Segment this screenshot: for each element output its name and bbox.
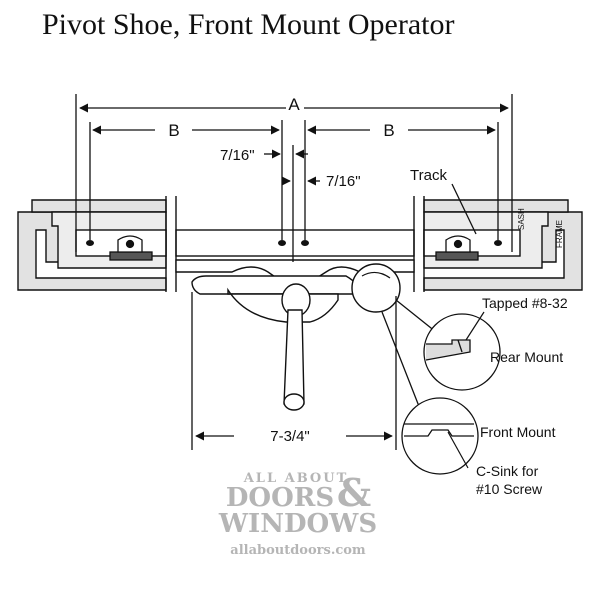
detail-leaders <box>381 299 437 415</box>
rear-mount-detail <box>423 313 501 391</box>
track-label: Track <box>410 167 447 184</box>
front-mount-detail <box>401 397 479 475</box>
offset-left-label: 7/16" <box>220 147 255 164</box>
detail-circle <box>351 263 401 313</box>
frame-label: FRAME <box>555 220 564 248</box>
watermark-ampersand: & <box>337 470 371 515</box>
pivot-shoe-left <box>109 235 153 261</box>
front-mount-label: Front Mount <box>480 424 556 440</box>
dimension-b-right-label: B <box>383 121 394 140</box>
break-lines <box>165 196 425 292</box>
dimension-b-left-label: B <box>168 121 179 140</box>
watermark-line3: WINDOWS <box>218 509 377 539</box>
track-holes <box>86 240 502 246</box>
csink-label-line2: #10 Screw <box>476 481 543 497</box>
handle-width-label: 7-3/4" <box>270 428 310 445</box>
offset-right-label: 7/16" <box>326 173 361 190</box>
sash-label: SASH <box>517 208 526 230</box>
tapped-label: Tapped #8-32 <box>482 295 568 311</box>
operator-handle <box>281 283 311 411</box>
watermark-line2: DOORS <box>226 483 334 513</box>
watermark-logo: ALL ABOUT DOORS & WINDOWS allaboutdoors.… <box>218 470 377 558</box>
csink-label-line1: C-Sink for <box>476 463 539 479</box>
pivot-shoe-right <box>435 235 479 261</box>
rear-mount-label: Rear Mount <box>490 349 563 365</box>
dimension-lines <box>75 94 513 450</box>
watermark-url: allaboutdoors.com <box>230 543 366 558</box>
dimension-a-label: A <box>288 95 300 114</box>
watermark-line1: ALL ABOUT <box>243 471 349 486</box>
diagram-title: Pivot Shoe, Front Mount Operator <box>42 8 455 41</box>
